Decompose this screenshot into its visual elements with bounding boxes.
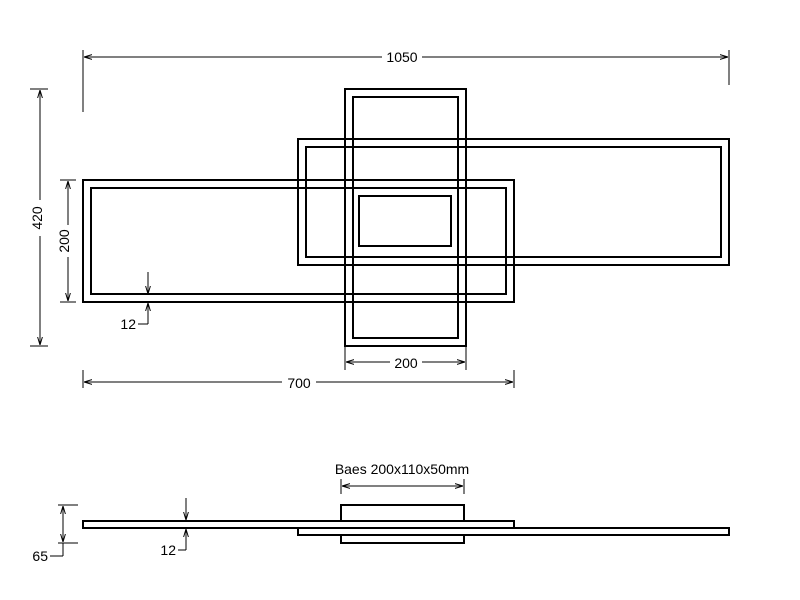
- dim-overall-width: 1050: [82, 48, 730, 112]
- dim-profile-thickness: 12: [160, 498, 186, 558]
- side-view: Baes 200x110x50mm 12 65: [32, 461, 730, 564]
- profile-thickness-label: 12: [160, 542, 176, 558]
- center-base: [358, 195, 452, 247]
- panel-height-label: 200: [56, 229, 72, 253]
- vertical-frame: [344, 88, 467, 347]
- overall-width-label: 1050: [386, 49, 417, 65]
- frame-thickness-label: 12: [120, 316, 136, 332]
- total-height-label: 65: [32, 548, 48, 564]
- right-frame: [297, 138, 730, 266]
- base-lower: [340, 534, 465, 544]
- left-profile: [82, 520, 515, 529]
- left-panel-width-label: 700: [287, 375, 311, 391]
- dim-vertical-frame-width: 200: [344, 346, 467, 371]
- dim-panel-height: 200: [56, 179, 78, 303]
- dim-frame-thickness: 12: [120, 272, 148, 332]
- dim-total-height: 65: [32, 504, 78, 564]
- top-view: 1050 420 200 12: [28, 48, 730, 391]
- base-label: Baes 200x110x50mm: [335, 461, 469, 477]
- dim-overall-height: 420: [28, 88, 50, 347]
- vertical-frame-width-label: 200: [394, 355, 418, 371]
- dim-left-panel-width: 700: [82, 370, 515, 391]
- right-profile: [297, 527, 730, 536]
- dim-base: Baes 200x110x50mm: [335, 461, 469, 494]
- base-upper: [340, 504, 465, 522]
- overall-height-label: 420: [29, 206, 45, 230]
